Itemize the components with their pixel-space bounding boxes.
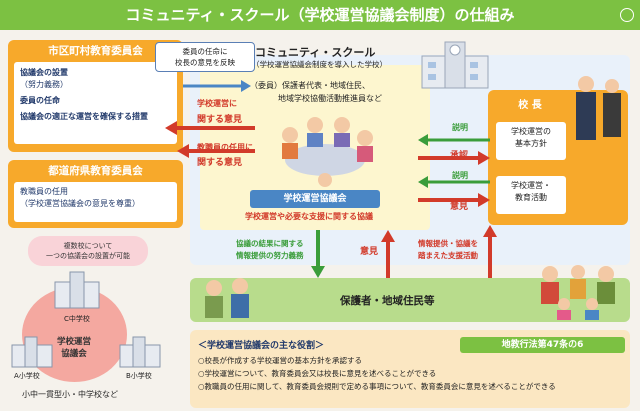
opinion-label-2: 意見 <box>450 202 469 212</box>
members-line-2: 地域学校協働活動推進員など <box>278 94 382 103</box>
appointment-arrow <box>183 80 251 92</box>
bubble-line-1: 複数校について <box>63 242 113 250</box>
joint-center-line-1: 学校運営 <box>56 337 91 347</box>
support-arrow <box>483 225 497 278</box>
b-school-label: B小学校 <box>126 372 152 380</box>
approval-arrows <box>418 134 490 207</box>
info-label-2: 踏まえた支援活動 <box>418 251 478 260</box>
joint-center-label: 学校運営 協議会 <box>54 335 94 359</box>
council-caption: 学校運営や必要な支援に関する協議 <box>245 212 373 221</box>
a-school-icon <box>11 336 53 368</box>
bubble-line-2: 一つの協議会の設置が可能 <box>46 252 130 260</box>
explain-label-1: 説明 <box>452 123 468 132</box>
explain-label-2: 説明 <box>452 171 468 180</box>
members-line-1: （委員）保護者代表・地域住民、 <box>250 81 370 90</box>
roles-title: ＜学校運営協議会の主な役割＞ <box>198 341 325 351</box>
municipal-board-box: 市区町村教育委員会 協議会の設置 （努力義務） 委員の任命 協議会の適正な運営を… <box>8 40 183 152</box>
staff-opinion-label-2: 関する意見 <box>197 158 243 168</box>
school-title: コミュニティ・スクール <box>255 46 376 59</box>
board-item-1: 協議会の設置 <box>20 68 68 77</box>
residents-figures-right <box>541 265 615 320</box>
principal-figures-illustration <box>576 76 621 140</box>
a-school-label: A小学校 <box>14 372 40 380</box>
title-bar <box>0 0 640 30</box>
multi-school-bubble: 複数校について 一つの協議会の設置が可能 <box>28 236 148 266</box>
zoom-icon[interactable] <box>620 8 634 22</box>
school-building-icon <box>421 41 489 89</box>
page-title: コミュニティ・スクール（学校運営協議会制度）の仕組み <box>125 6 515 24</box>
joint-caption: 小中一貫型小・中学校など <box>22 390 118 399</box>
activity-line-1: 学校運営・ <box>511 181 551 190</box>
school-subtitle: （学校運営協議会制度を導入した学校） <box>252 60 387 69</box>
law-badge: 地教行法第47条の6 <box>460 337 625 353</box>
principal-opinion-callout: 委員の任命に 校長の意見を反映 <box>155 42 255 72</box>
council-label: 学校運営協議会 <box>250 190 380 208</box>
c-school-icon <box>54 271 100 309</box>
staff-opinion-label-1: 教職員の任用に <box>197 143 253 152</box>
residents-figures-left <box>205 278 249 318</box>
vertical-arrows <box>311 230 395 278</box>
residents-label: 保護者・地域住民等 <box>340 295 435 307</box>
policy-line-2: 基本方針 <box>515 139 547 148</box>
c-school-label: C中学校 <box>64 315 90 323</box>
opinion-arrows-left <box>165 121 255 158</box>
info-label-1: 情報提供・協議を <box>418 239 478 248</box>
callout-text: 委員の任命に 校長の意見を反映 <box>175 47 235 67</box>
principal-activity-box: 学校運営・ 教育活動 <box>496 176 566 214</box>
result-label-1: 協議の結果に関する <box>236 239 304 248</box>
prefectural-board-header: 都道府県教育委員会 <box>48 165 143 177</box>
joint-center-line-2: 協議会 <box>61 349 87 359</box>
council-meeting-illustration <box>282 117 373 187</box>
board-item-2: （努力義務） <box>20 80 68 89</box>
approve-label: 承認 <box>450 151 469 161</box>
principal-header: 校 長 <box>518 100 542 111</box>
b-school-icon <box>119 336 161 368</box>
result-label-2: 情報提供の努力義務 <box>236 251 304 260</box>
policy-line-1: 学校運営の <box>511 127 551 136</box>
prefectural-board-box: 都道府県教育委員会 教職員の任用 （学校運営協議会の意見を尊重） <box>8 160 183 228</box>
activity-line-2: 教育活動 <box>515 193 547 202</box>
opinion-label-3: 意見 <box>360 247 379 257</box>
role-item-3: ○教職員の任用に関して、教育委員会規則で定める事項について、教育委員会に意見を述… <box>198 382 556 391</box>
pref-item-2: （学校運営協議会の意見を尊重） <box>20 199 140 208</box>
role-item-1: ○校長が作成する学校運営の基本方針を承認する <box>198 356 363 365</box>
principal-policy-box: 学校運営の 基本方針 <box>496 122 566 160</box>
municipal-board-header: 市区町村教育委員会 <box>48 45 143 57</box>
board-item-3: 委員の任命 <box>20 96 60 105</box>
school-opinion-label-2: 関する意見 <box>197 115 243 125</box>
pref-item-1: 教職員の任用 <box>20 187 68 196</box>
school-opinion-label-1: 学校運営に <box>197 99 237 108</box>
role-item-2: ○学校運営について、教育委員会又は校長に意見を述べることができる <box>198 369 437 378</box>
board-item-4: 協議会の適正な運営を確保する措置 <box>20 112 148 121</box>
